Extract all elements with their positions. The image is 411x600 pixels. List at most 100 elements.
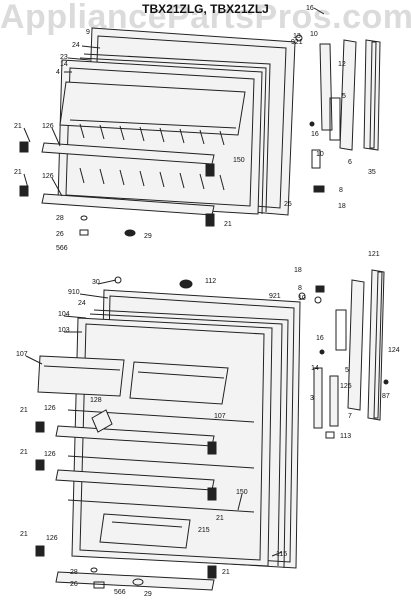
callout-label: 13 — [293, 33, 301, 40]
screw-28-top — [80, 215, 88, 221]
bracket-right-3 — [207, 565, 217, 579]
callout-label: 28 — [70, 569, 78, 576]
part-128 — [91, 409, 113, 433]
bracket-left-1 — [35, 421, 45, 433]
callout-label: 21 — [14, 169, 22, 176]
callout-label: 28 — [56, 215, 64, 222]
callout-label: 128 — [90, 397, 102, 404]
callout-label: 6 — [348, 159, 352, 166]
bracket-left-2 — [35, 459, 45, 471]
callout-label: 21 — [20, 449, 28, 456]
callout-label: 103 — [58, 327, 70, 334]
screw-87 — [383, 379, 389, 385]
callout-label: 215 — [198, 527, 210, 534]
cam-8-bottom — [315, 285, 325, 293]
shelf-bracket-right-upper — [205, 163, 215, 177]
callout-label: 16 — [306, 5, 314, 12]
diagram-title: TBX21ZLG, TBX21ZLJ — [142, 2, 269, 16]
callout-label: 21 — [14, 123, 22, 130]
callout-label: 18 — [338, 203, 346, 210]
callout-label: 150 — [233, 157, 245, 164]
screw-16-bottom — [319, 349, 325, 355]
callout-label: 126 — [44, 405, 56, 412]
shelf-bracket-left-upper — [19, 141, 29, 153]
callout-label: 5 — [342, 93, 346, 100]
part-113 — [325, 431, 335, 439]
callout-label: 113 — [340, 433, 351, 440]
plug-29-bottom — [132, 578, 144, 586]
screw-28-bottom — [90, 567, 98, 573]
fresh-shelf-bar-3 — [55, 571, 215, 591]
callout-label: 26 — [70, 581, 78, 588]
callout-label: 126 — [42, 123, 54, 130]
callout-label: 125 — [340, 383, 352, 390]
strip-14 — [313, 367, 323, 429]
bin-215 — [99, 513, 191, 549]
callout-label: 10 — [316, 151, 324, 158]
shelf-bracket-right-lower — [205, 213, 215, 227]
hinge-10-bottom — [314, 296, 322, 304]
dairy-door-left — [37, 355, 125, 397]
hinge-10-top — [311, 149, 321, 169]
callout-label: 8 — [339, 187, 343, 194]
callout-label: 10 — [298, 295, 306, 302]
bracket-5-bottom — [335, 309, 347, 351]
callout-label: 126 — [46, 535, 58, 542]
callout-label: 126 — [42, 173, 54, 180]
callout-label: 18 — [294, 267, 302, 274]
cam-8-top — [313, 185, 325, 193]
bracket-right-1 — [207, 441, 217, 455]
callout-label: 921 — [291, 39, 303, 46]
callout-label: 29 — [144, 591, 152, 598]
callout-label: 3 — [310, 395, 314, 402]
callout-label: 121 — [368, 251, 380, 258]
strip-125 — [329, 375, 339, 427]
callout-label: 150 — [236, 489, 248, 496]
bracket-right-2 — [207, 487, 217, 501]
callout-label: 21 — [20, 531, 28, 538]
callout-label: 8 — [298, 285, 302, 292]
hinge-strip-12 — [319, 43, 333, 131]
plate-26-bottom — [93, 581, 105, 589]
callout-label: 107 — [214, 413, 226, 420]
callout-label: 9 — [86, 29, 90, 36]
callout-label: 7 — [348, 413, 352, 420]
callout-label: 30 — [92, 279, 100, 286]
callout-label: 566 — [56, 245, 68, 252]
screw-16-top — [309, 121, 315, 127]
callout-label: 16 — [311, 131, 319, 138]
callout-label: 4 — [56, 69, 60, 76]
plug-29-top — [124, 229, 136, 237]
callout-labels-bottom: 30 112 910 24 921 18 8 10 121 104 103 10… — [16, 251, 400, 598]
callout-label: 26 — [56, 231, 64, 238]
callout-label: 21 — [20, 407, 28, 414]
callout-label: 21 — [224, 221, 232, 228]
knob-112 — [179, 279, 193, 289]
callout-label: 14 — [60, 61, 68, 68]
cap-921-bottom — [298, 292, 306, 300]
callout-labels-top: 16 9 13 10 24 921 12 23 14 4 5 16 21 126… — [14, 5, 376, 252]
callout-label: 21 — [222, 569, 230, 576]
callout-label: 25 — [284, 201, 292, 208]
callout-label: 112 — [205, 278, 216, 285]
callout-label: 566 — [114, 589, 126, 596]
callout-label: 10 — [310, 31, 318, 38]
bracket-5-top — [329, 97, 341, 141]
callout-label: 921 — [269, 293, 281, 300]
plate-26-top — [79, 229, 89, 236]
cap-921-top — [295, 34, 303, 42]
callout-label: 126 — [44, 451, 56, 458]
callout-label: 21 — [216, 515, 224, 522]
callout-label: 24 — [78, 300, 86, 307]
callout-label: 29 — [144, 233, 152, 240]
bracket-left-3 — [35, 545, 45, 557]
callout-label: 5 — [345, 367, 349, 374]
callout-label: 24 — [72, 42, 80, 49]
callout-label: 124 — [388, 347, 400, 354]
callout-label: 35 — [368, 169, 376, 176]
fresh-food-door-assembly — [35, 269, 389, 591]
shelf-bracket-left-lower — [19, 185, 29, 197]
callout-label: 115 — [276, 551, 287, 558]
callout-label: 12 — [338, 61, 346, 68]
